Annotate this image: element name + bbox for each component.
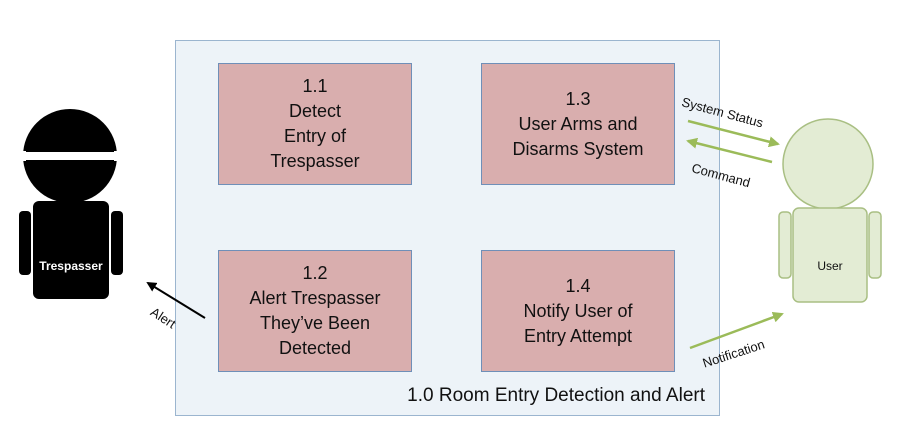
process-1-1-detect-entry: 1.1 Detect Entry of Trespasser — [218, 63, 412, 185]
process-1-2-line: 1.2 — [302, 263, 328, 283]
trespasser-label: Trespasser — [39, 259, 103, 273]
trespasser-actor: Trespasser — [19, 109, 123, 299]
process-1-2-alert-trespasser: 1.2 Alert Trespasser They’ve Been Detect… — [218, 250, 412, 372]
trespasser-mask-band — [23, 151, 117, 161]
process-1-2-line: They’ve Been — [259, 313, 371, 333]
alert-flow-label: Alert — [147, 304, 179, 332]
user-actor: User — [778, 118, 882, 303]
process-1-3-line: Disarms System — [512, 138, 644, 159]
process-1-2-line: Alert Trespasser — [249, 288, 381, 308]
process-1-2-line: Detected — [278, 338, 352, 358]
user-body — [792, 207, 868, 303]
process-1-3-arm-disarm: 1.3 User Arms and Disarms System — [481, 63, 675, 185]
user-left-arm — [778, 211, 792, 279]
user-right-arm — [868, 211, 882, 279]
process-1-4-notify-user: 1.4 Notify User of Entry Attempt — [481, 250, 675, 372]
process-1-3-line: User Arms and — [518, 113, 638, 134]
process-1-3-line: 1.3 — [565, 88, 591, 109]
process-1-1-line: 1.1 — [302, 76, 328, 96]
process-1-4-line: 1.4 — [565, 275, 591, 296]
process-1-1-line: Trespasser — [270, 151, 360, 171]
process-1-1-line: Detect — [288, 101, 341, 121]
user-label: User — [817, 259, 842, 273]
user-head-icon — [782, 118, 874, 210]
trespasser-left-arm — [19, 211, 31, 275]
trespasser-body — [33, 201, 109, 299]
trespasser-head-icon — [23, 109, 117, 203]
process-1-4-line: Notify User of — [523, 300, 633, 321]
process-1-4-line: Entry Attempt — [523, 325, 633, 346]
system-label: 1.0 Room Entry Detection and Alert — [407, 385, 705, 406]
trespasser-right-arm — [111, 211, 123, 275]
process-1-1-line: Entry of — [283, 126, 346, 146]
